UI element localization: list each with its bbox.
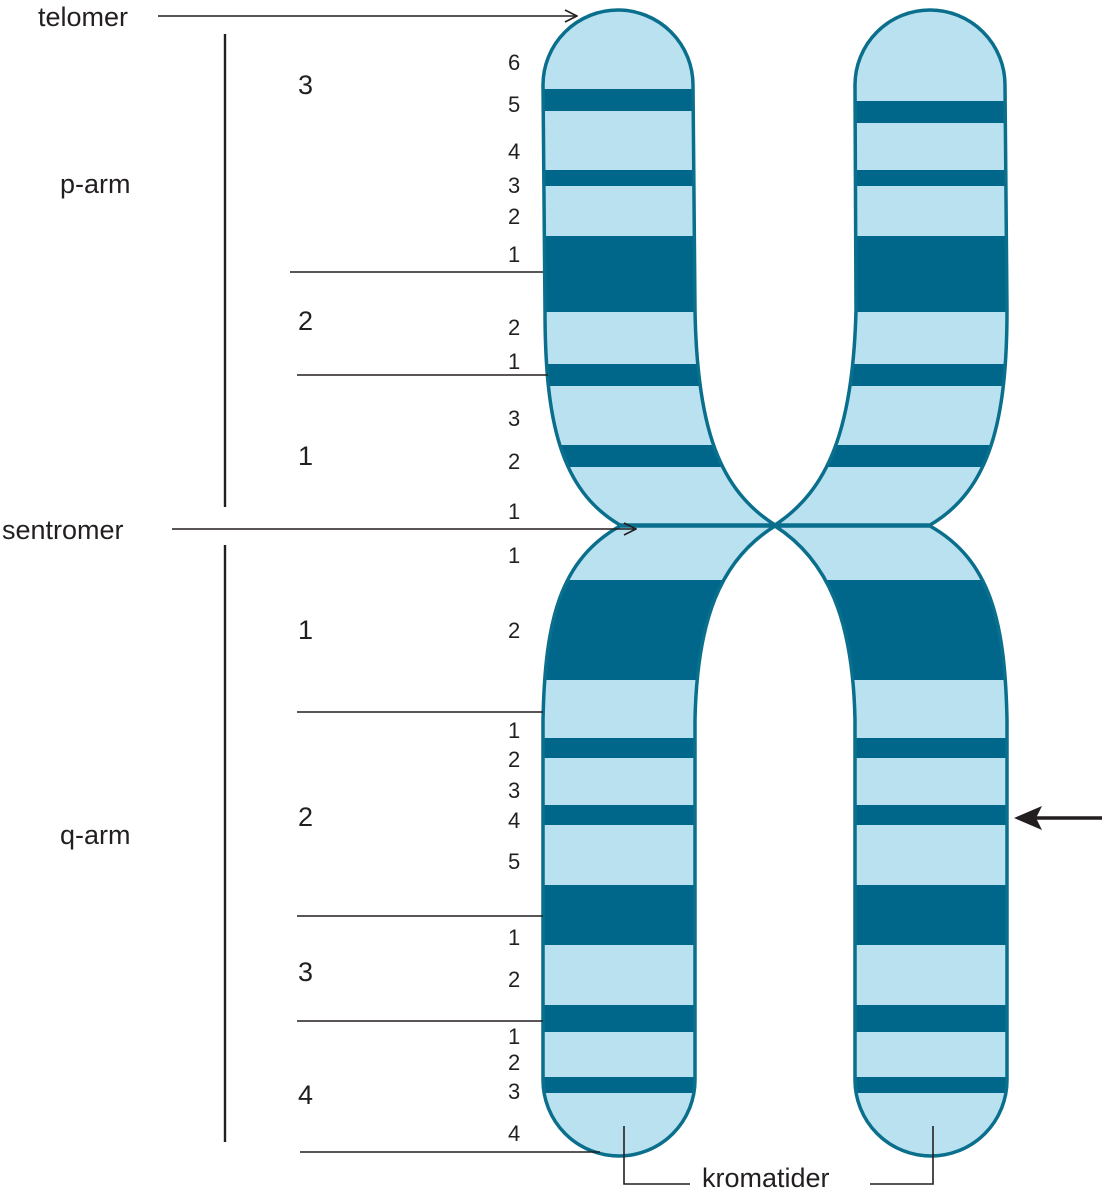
band-number: 6 bbox=[508, 50, 520, 75]
chromatid-left-p-arm bbox=[541, 8, 782, 527]
band-dark bbox=[830, 101, 1007, 123]
telomer-label: telomer bbox=[38, 2, 128, 32]
band-dark bbox=[543, 364, 720, 386]
q-region-number: 3 bbox=[298, 957, 313, 987]
band-number: 1 bbox=[508, 925, 520, 950]
band-dark bbox=[543, 170, 720, 186]
band-dark bbox=[543, 885, 720, 945]
band-pointer-arrow-icon bbox=[1014, 806, 1042, 830]
band-dark bbox=[543, 1005, 720, 1032]
band-dark bbox=[830, 885, 1007, 945]
kromatider-bracket-right bbox=[870, 1126, 934, 1185]
band-number: 2 bbox=[508, 449, 520, 474]
chromatid-left-q-arm bbox=[541, 524, 782, 1158]
band-number: 4 bbox=[508, 139, 520, 164]
kromatider-label: kromatider bbox=[702, 1163, 830, 1193]
band-number: 1 bbox=[508, 499, 520, 524]
band-dark bbox=[543, 738, 720, 758]
q-arm-label: q-arm bbox=[60, 820, 131, 850]
band-number: 2 bbox=[508, 967, 520, 992]
band-number: 2 bbox=[508, 618, 520, 643]
p-region-number: 3 bbox=[298, 70, 313, 100]
band-dark bbox=[830, 1005, 1007, 1032]
band-number: 5 bbox=[508, 92, 520, 117]
band-dark bbox=[810, 445, 1007, 467]
band-dark bbox=[543, 445, 740, 467]
band-dark bbox=[830, 364, 1007, 386]
band-dark bbox=[543, 805, 720, 825]
band-dark bbox=[543, 236, 720, 312]
chromatid-right-p-arm bbox=[769, 8, 1009, 527]
band-dark bbox=[830, 805, 1007, 825]
band-dark bbox=[830, 170, 1007, 186]
band-number: 3 bbox=[508, 1079, 520, 1104]
band-number: 2 bbox=[508, 315, 520, 340]
chromatid-right-q-arm bbox=[769, 524, 1009, 1158]
q-region-number: 2 bbox=[298, 802, 313, 832]
band-dark bbox=[543, 580, 760, 680]
band-dark bbox=[830, 738, 1007, 758]
band-number: 1 bbox=[508, 543, 520, 568]
band-dark bbox=[830, 236, 1007, 312]
band-number: 2 bbox=[508, 1050, 520, 1075]
p-region-number: 1 bbox=[298, 441, 313, 471]
band-number: 1 bbox=[508, 349, 520, 374]
q-region-number: 1 bbox=[298, 615, 313, 645]
band-number: 2 bbox=[508, 204, 520, 229]
band-number: 5 bbox=[508, 849, 520, 874]
band-number: 4 bbox=[508, 808, 520, 833]
band-number: 1 bbox=[508, 718, 520, 743]
band-dark bbox=[543, 89, 720, 111]
band-number: 4 bbox=[508, 1121, 520, 1146]
band-number: 3 bbox=[508, 778, 520, 803]
band-dark bbox=[543, 1077, 720, 1093]
band-number: 3 bbox=[508, 173, 520, 198]
kromatider-bracket-left bbox=[623, 1126, 690, 1185]
band-number: 3 bbox=[508, 406, 520, 431]
band-number: 1 bbox=[508, 1024, 520, 1049]
band-dark bbox=[830, 1077, 1007, 1093]
q-region-number: 4 bbox=[298, 1080, 313, 1110]
p-arm-label: p-arm bbox=[60, 169, 131, 199]
band-number: 2 bbox=[508, 747, 520, 772]
p-region-number: 2 bbox=[298, 306, 313, 336]
band-number: 1 bbox=[508, 242, 520, 267]
sentromer-label: sentromer bbox=[2, 515, 124, 545]
